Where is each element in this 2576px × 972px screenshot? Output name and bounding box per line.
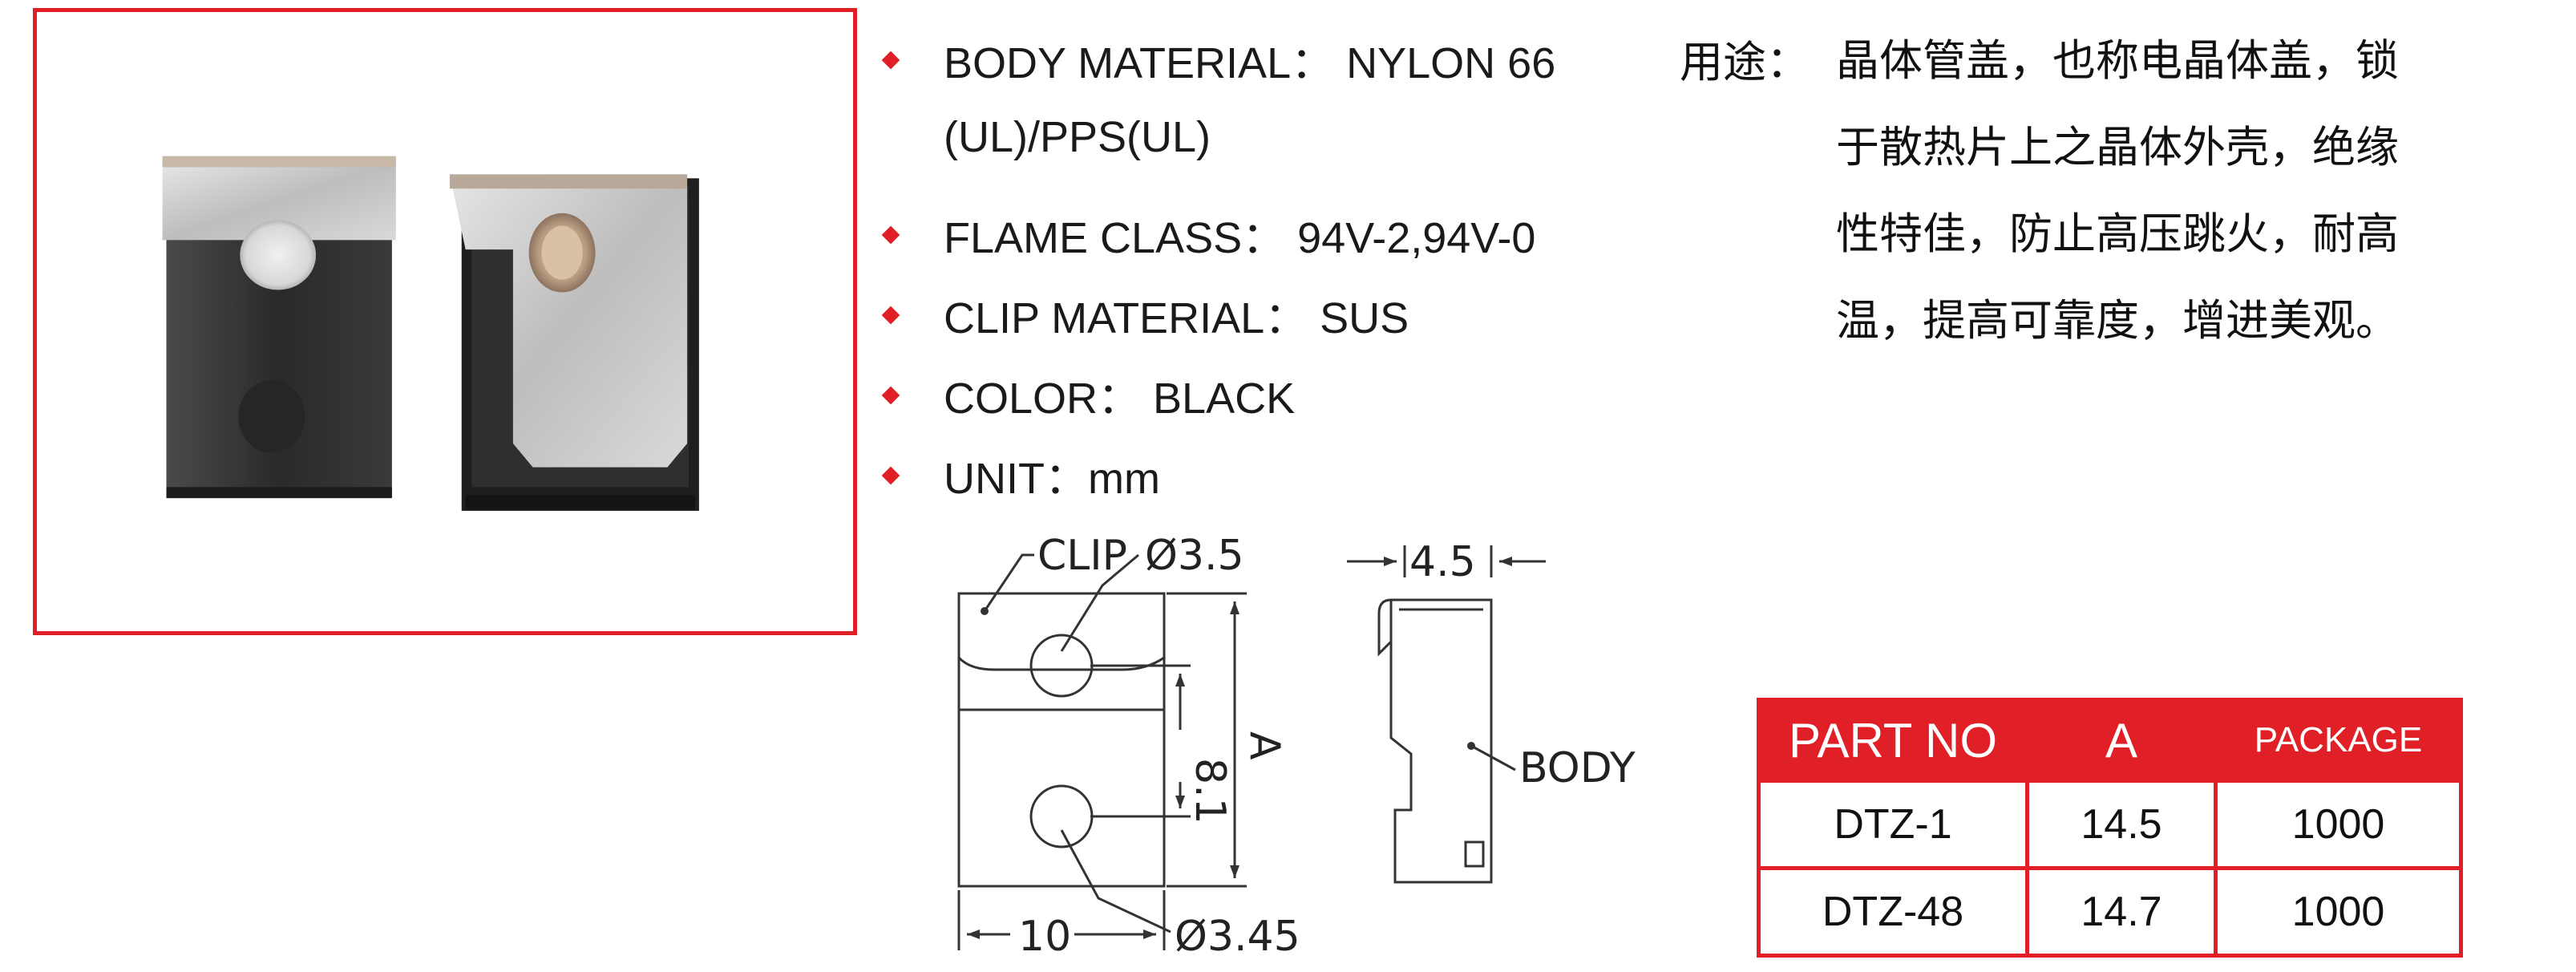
bullet-icon bbox=[881, 466, 900, 485]
usage-line: 温，提高可靠度，增进美观。 bbox=[1836, 295, 2399, 346]
right-cover bbox=[449, 174, 699, 511]
bullet-icon bbox=[881, 51, 900, 70]
bullet-icon bbox=[881, 225, 900, 245]
body-label: BODY bbox=[1519, 744, 1636, 792]
cell-package: 1000 bbox=[2214, 866, 2463, 958]
bullet-icon bbox=[881, 386, 900, 405]
cell-a: 14.5 bbox=[2025, 779, 2218, 870]
spec-clip-material-text: CLIP MATERIAL： SUS bbox=[944, 294, 1409, 342]
parts-table: PART NO A PACKAGE DTZ-1 14.5 1000 DTZ-48… bbox=[1757, 698, 2463, 958]
bullet-icon bbox=[881, 306, 900, 325]
dimension-drawing: CLIP Ø3.5 Ø3.45 10 8.1 A 4.5 BODY bbox=[957, 532, 1636, 961]
cell-part-no: DTZ-1 bbox=[1757, 779, 2029, 870]
clip-label: CLIP bbox=[1037, 532, 1127, 580]
product-photo bbox=[162, 156, 699, 511]
table-row: DTZ-48 14.7 1000 bbox=[1757, 866, 2463, 958]
side-view-outline bbox=[1389, 598, 1493, 884]
usage-line: 晶体管盖，也称电晶体盖，锁 bbox=[1836, 35, 2399, 86]
header-package: PACKAGE bbox=[2214, 698, 2463, 783]
cell-package: 1000 bbox=[2214, 779, 2463, 870]
spec-color-text: COLOR： BLACK bbox=[944, 375, 1296, 423]
top-hole bbox=[1029, 634, 1094, 698]
front-view-outline bbox=[957, 592, 1166, 888]
bottom-hole bbox=[1029, 784, 1094, 848]
spec-body-material-text: BODY MATERIAL： NYLON 66 bbox=[944, 39, 1556, 87]
spec-unit-text: UNIT：mm bbox=[944, 455, 1160, 503]
left-cover bbox=[162, 156, 396, 499]
product-photo-frame bbox=[33, 8, 857, 635]
table-row: DTZ-1 14.5 1000 bbox=[1757, 779, 2463, 870]
cell-part-no: DTZ-48 bbox=[1757, 866, 2029, 958]
hole-bottom-label: Ø3.45 bbox=[1175, 913, 1300, 961]
usage-line: 性特佳，防止高压跳火，耐高 bbox=[1836, 209, 2399, 259]
usage-label: 用途： bbox=[1680, 37, 1810, 87]
spec-flame-class-text: FLAME CLASS： 94V-2,94V-0 bbox=[944, 214, 1536, 262]
hole-top-label: Ø3.5 bbox=[1145, 532, 1244, 580]
cell-a: 14.7 bbox=[2025, 866, 2218, 958]
table-header-row: PART NO A PACKAGE bbox=[1757, 698, 2463, 783]
clip-outline bbox=[957, 593, 1166, 671]
header-part-no: PART NO bbox=[1757, 698, 2029, 783]
height-dim-label: A bbox=[1240, 731, 1288, 760]
usage-line: 于散热片上之晶体外壳，绝缘 bbox=[1836, 122, 2399, 172]
header-a: A bbox=[2025, 698, 2218, 783]
thickness-dim-label: 4.5 bbox=[1409, 538, 1476, 586]
hole-spacing-dim-label: 8.1 bbox=[1186, 758, 1234, 824]
spec-body-material-text-2: (UL)/PPS(UL) bbox=[944, 113, 1211, 161]
width-dim-label: 10 bbox=[1018, 913, 1071, 961]
